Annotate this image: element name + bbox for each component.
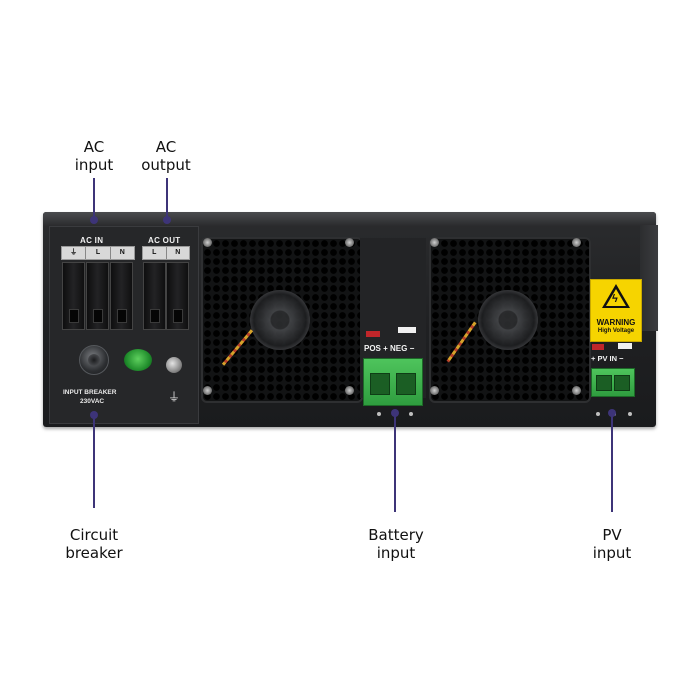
high-voltage-warning-icon: ϟ WARNING High Voltage — [590, 279, 642, 342]
ac-in-l-block — [86, 262, 109, 330]
lightning-bolt-icon: ϟ — [612, 293, 618, 305]
leader-dot-pv-input — [608, 409, 616, 417]
pv-screw-dot — [628, 412, 632, 416]
cooling-fan-icon — [478, 290, 538, 350]
pv-screw-dot — [596, 412, 600, 416]
ac-in-ground-block — [62, 262, 85, 330]
green-indicator-cap — [124, 349, 152, 371]
leader-dot-battery-input — [391, 409, 399, 417]
fan-screw — [345, 386, 354, 395]
leader-line-ac-output — [166, 178, 168, 220]
battery-polarity-label: POS + NEG − — [364, 344, 415, 353]
ac-out-terminal-strip: L N — [142, 246, 190, 260]
leader-line-circuit-breaker — [93, 413, 95, 508]
fan-screw — [203, 238, 212, 247]
warning-title: WARNING — [596, 318, 636, 327]
battery-pos-socket — [370, 373, 390, 395]
pv-neg-socket — [614, 375, 630, 391]
callout-battery-input-line2: input — [376, 544, 416, 562]
ac-in-label: AC IN — [80, 236, 104, 245]
ac-out-n-block — [166, 262, 189, 330]
leader-dot-ac-output — [163, 216, 171, 224]
callout-battery-input: Battery input — [358, 526, 434, 562]
leader-line-pv-input — [611, 412, 613, 512]
callout-pv-input: PV input — [586, 526, 638, 562]
callout-circuit-breaker-line1: Circuit — [69, 526, 119, 544]
callout-ac-input-line2: input — [74, 156, 114, 174]
side-bracket — [640, 225, 658, 331]
callout-ac-output: AC output — [137, 138, 195, 174]
callout-ac-output-line2: output — [141, 156, 191, 174]
pv-pos-socket — [596, 375, 612, 391]
leader-dot-ac-input — [90, 216, 98, 224]
battery-neg-socket — [396, 373, 416, 395]
callout-circuit-breaker: Circuit breaker — [58, 526, 130, 562]
leader-dot-circuit-breaker — [90, 411, 98, 419]
fan-screw — [430, 386, 439, 395]
fan-screw — [572, 238, 581, 247]
ac-out-l-block — [143, 262, 166, 330]
callout-pv-input-line1: PV — [602, 526, 622, 544]
battery-screw-dot — [409, 412, 413, 416]
warning-triangle-inner — [606, 289, 626, 306]
callout-ac-output-line1: AC — [155, 138, 177, 156]
pv-terminal-block[interactable] — [591, 368, 635, 397]
ac-in-n-block — [110, 262, 133, 330]
inverter-top-edge — [43, 212, 656, 226]
fan-screw — [430, 238, 439, 247]
breaker-label-line2: 230VAC — [80, 398, 105, 405]
leader-line-ac-input — [93, 178, 95, 220]
fan-screw — [572, 386, 581, 395]
battery-screw-dot — [377, 412, 381, 416]
ac-in-ground-terminal: ⏚ — [62, 247, 87, 259]
ac-out-label: AC OUT — [148, 236, 181, 245]
battery-terminal-block[interactable] — [363, 358, 423, 406]
battery-pos-mark — [366, 331, 380, 337]
fan-screw — [345, 238, 354, 247]
callout-ac-input-line1: AC — [83, 138, 105, 156]
pv-neg-mark — [618, 343, 632, 349]
ac-in-terminal-strip: ⏚ L N — [61, 246, 135, 260]
ground-icon: ⏚ — [168, 390, 181, 404]
cooling-fan-icon — [250, 290, 310, 350]
pv-pos-mark — [592, 344, 604, 350]
input-breaker-knob[interactable] — [79, 345, 109, 375]
ground-screw — [166, 357, 182, 373]
pv-in-label: + PV IN − — [591, 354, 624, 363]
callout-ac-input: AC input — [70, 138, 118, 174]
callout-pv-input-line2: input — [592, 544, 632, 562]
callout-battery-input-line1: Battery — [368, 526, 424, 544]
leader-line-battery-input — [394, 412, 396, 512]
ac-in-n-terminal: N — [119, 249, 125, 256]
warning-subtitle: High Voltage — [597, 328, 635, 334]
fan-screw — [203, 386, 212, 395]
ac-in-l-terminal: L — [86, 247, 111, 259]
callout-circuit-breaker-line2: breaker — [65, 544, 123, 562]
breaker-label-line1: INPUT BREAKER — [63, 389, 117, 396]
ac-out-n-terminal: N — [175, 249, 181, 256]
ac-out-l-terminal: L — [143, 247, 167, 259]
battery-neg-mark — [398, 327, 416, 333]
